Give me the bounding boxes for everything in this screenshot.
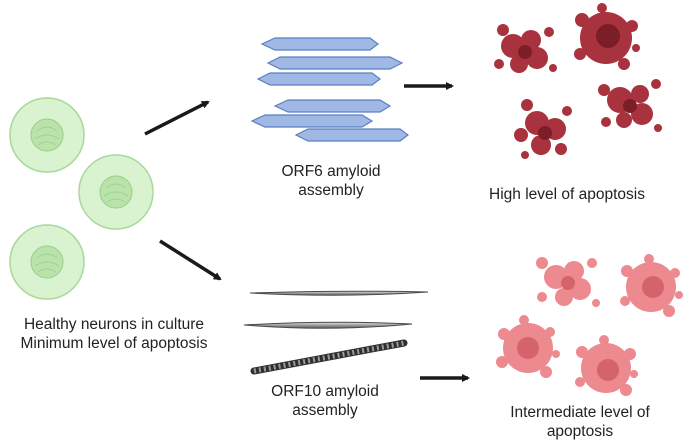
apoptotic-cell-icon — [620, 254, 683, 317]
high-apoptosis-text: High level of apoptosis — [489, 186, 645, 203]
apoptotic-cell-icon — [575, 335, 638, 396]
neurons-caption-line1: Healthy neurons in culture — [23, 316, 205, 333]
intermediate-caption-line2: apoptosis — [546, 422, 614, 440]
orf6-fiber — [273, 99, 392, 113]
healthy-neurons-caption: Healthy neurons in culture Minimum level… — [0, 316, 228, 354]
orf10-caption-line1: ORF10 amyloid — [271, 383, 379, 400]
orf6-caption: ORF6 amyloid assembly — [256, 163, 406, 201]
high-apoptosis-caption: High level of apoptosis — [462, 186, 672, 205]
neurons-caption-line2: Minimum level of apoptosis — [20, 334, 208, 352]
orf6-fiber — [294, 128, 409, 142]
orf6-fiber — [256, 72, 381, 86]
orf6-amyloid-fibers — [250, 37, 409, 142]
healthy-neuron-cells — [9, 97, 154, 300]
arrow-to-orf6 — [144, 100, 210, 136]
apoptotic-cell-icon — [574, 3, 640, 70]
intermediate-apoptosis-cells — [496, 254, 683, 396]
orf10-fiber — [249, 290, 429, 296]
intermediate-apoptosis-caption: Intermediate level of apoptosis — [480, 404, 680, 442]
apoptotic-cell-icon — [496, 315, 560, 378]
orf6-caption-line2: assembly — [298, 181, 364, 199]
intermediate-caption-line1: Intermediate level of — [510, 404, 650, 421]
high-apoptosis-cells — [494, 3, 662, 159]
neuron-cell-icon — [9, 224, 85, 300]
apoptotic-cell-icon — [536, 257, 600, 307]
apoptotic-cell-icon — [514, 99, 572, 159]
neuron-cell-icon — [9, 97, 85, 173]
orf6-fiber — [260, 37, 379, 51]
arrow-to-orf10 — [159, 239, 222, 281]
orf10-caption: ORF10 amyloid assembly — [250, 383, 400, 421]
orf10-twisted-fiber — [250, 339, 408, 375]
apoptotic-cell-icon — [494, 24, 557, 73]
neuron-cell-icon — [78, 154, 154, 230]
orf10-caption-line2: assembly — [292, 401, 358, 419]
orf6-fiber — [250, 114, 374, 128]
orf6-caption-line1: ORF6 amyloid — [281, 163, 381, 180]
apoptotic-cell-icon — [598, 79, 662, 132]
orf10-amyloid-fibers — [243, 290, 429, 375]
orf6-fiber — [266, 56, 404, 70]
orf10-fiber — [243, 321, 413, 329]
